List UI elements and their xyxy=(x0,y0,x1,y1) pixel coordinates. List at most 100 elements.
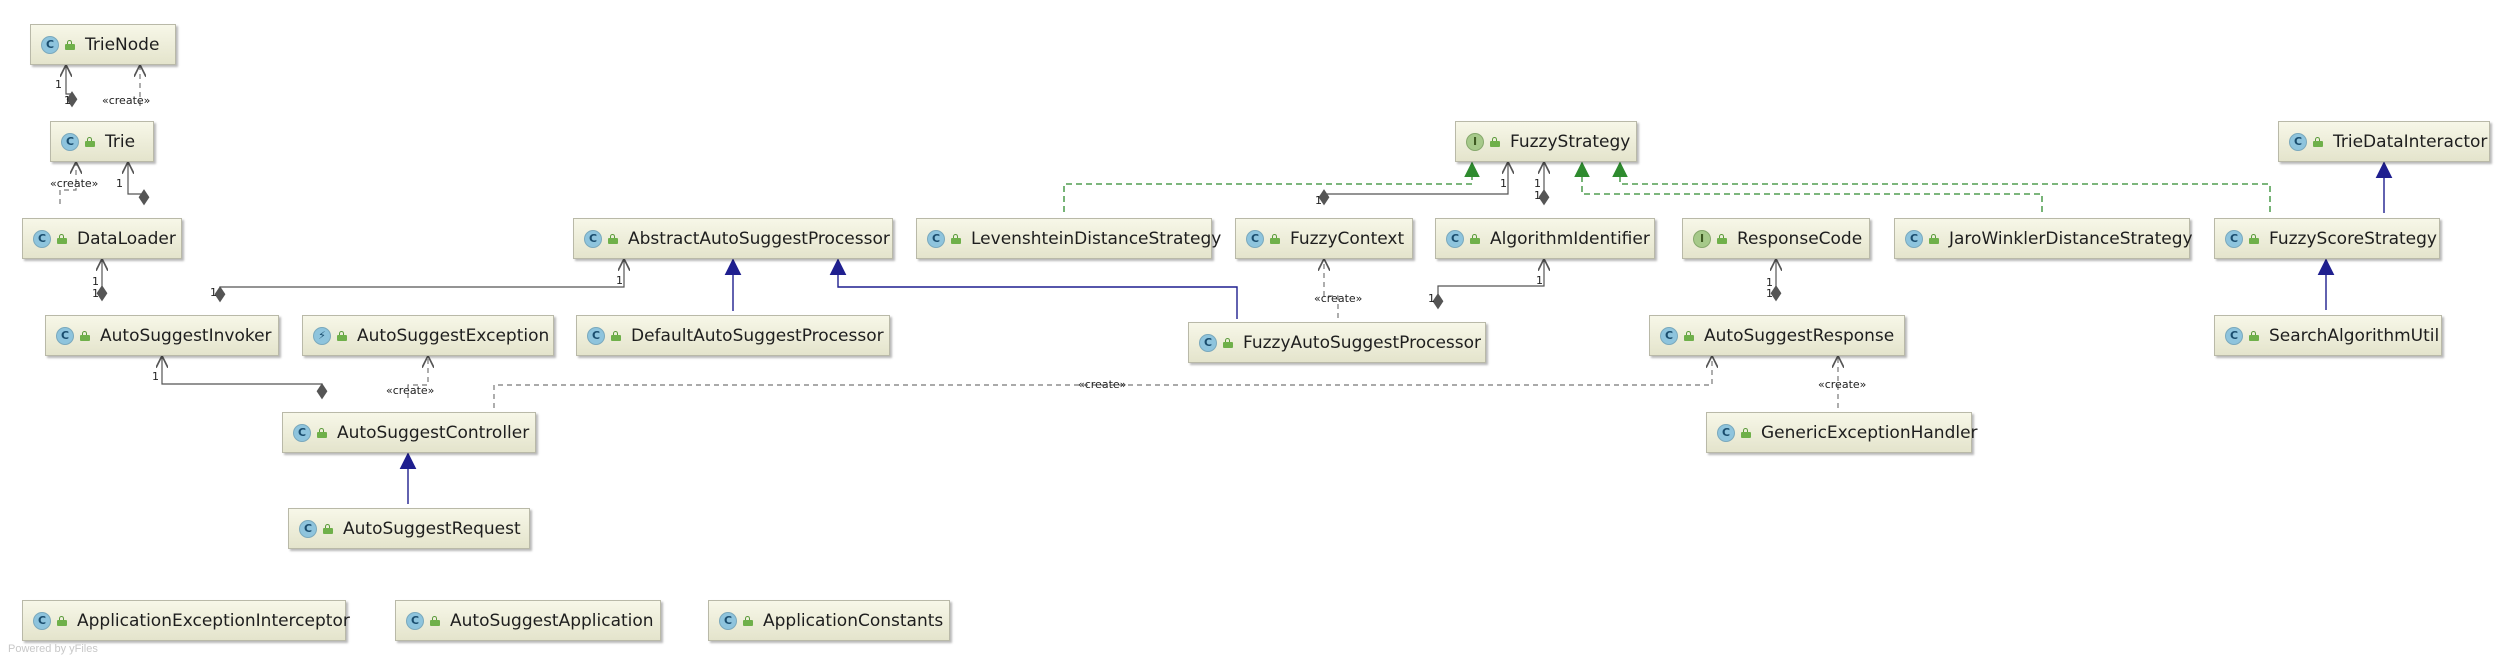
label-one-6: 1 xyxy=(210,286,217,299)
class-name: TrieNode xyxy=(85,34,160,55)
class-kind-icon: C xyxy=(56,326,74,345)
label-one-7: 1 xyxy=(616,274,623,287)
class-defaultautosuggestprocessor[interactable]: C DefaultAutoSuggestProcessor xyxy=(576,315,890,356)
lock-icon xyxy=(1470,233,1480,244)
label-create-3: «create» xyxy=(386,384,434,397)
class-name: LevenshteinDistanceStrategy xyxy=(971,228,1222,249)
lock-icon xyxy=(430,615,440,626)
class-name: FuzzyAutoSuggestProcessor xyxy=(1243,332,1482,353)
class-name: FuzzyStrategy xyxy=(1510,131,1631,152)
lock-icon xyxy=(1223,337,1233,348)
edge-create-dataloader-trie xyxy=(59,163,76,204)
class-name: AutoSuggestRequest xyxy=(343,518,521,539)
exception-kind-icon: ⚡ xyxy=(313,326,331,345)
interface-fuzzystrategy[interactable]: I FuzzyStrategy xyxy=(1455,121,1637,162)
edge-create-fuzzyproc-fuzzycontext xyxy=(1324,260,1339,318)
lock-icon xyxy=(608,233,618,244)
lock-icon xyxy=(65,39,75,50)
label-create-6: «create» xyxy=(1314,292,1362,305)
label-one-11: 1 xyxy=(1534,177,1541,190)
edge-create-controller-exception xyxy=(407,357,428,398)
lock-icon xyxy=(2249,330,2259,341)
class-kind-icon: C xyxy=(719,611,737,630)
class-name: AutoSuggestController xyxy=(337,422,530,443)
class-applicationexceptioninterceptor[interactable]: C ApplicationExceptionInterceptor xyxy=(22,600,350,641)
label-one-8: 1 xyxy=(152,370,159,383)
label-create-1: «create» xyxy=(102,94,150,107)
lock-icon xyxy=(2249,233,2259,244)
class-autosuggestresponse[interactable]: C AutoSuggestResponse xyxy=(1649,315,1905,356)
lock-icon xyxy=(323,523,333,534)
class-kind-icon: C xyxy=(2225,229,2243,248)
class-levenshteindistancestrategy[interactable]: C LevenshteinDistanceStrategy xyxy=(916,218,1221,259)
class-name: ApplicationConstants xyxy=(763,610,944,631)
class-abstractautosuggestprocessor[interactable]: C AbstractAutoSuggestProcessor xyxy=(573,218,893,259)
edge-trie-trienode xyxy=(66,66,72,106)
class-triedatainteractor[interactable]: C TrieDataInteractor xyxy=(2278,121,2490,162)
label-one-14: 1 xyxy=(1536,274,1543,287)
powered-by-watermark: Powered by yFiles xyxy=(8,643,98,655)
class-trienode[interactable]: C TrieNode xyxy=(30,24,176,65)
class-searchalgorithmutil[interactable]: C SearchAlgorithmUtil xyxy=(2214,315,2442,356)
label-one-12: 1 xyxy=(1534,189,1541,202)
label-one-4: 1 xyxy=(92,275,99,288)
class-name: AutoSuggestInvoker xyxy=(100,325,272,346)
class-autosuggestrequest[interactable]: C AutoSuggestRequest xyxy=(288,508,530,549)
class-jarowinklerdistancestrategy[interactable]: C JaroWinklerDistanceStrategy xyxy=(1894,218,2193,259)
class-name: ResponseCode xyxy=(1737,228,1863,249)
edge-extends-fuzzyproc-abstract xyxy=(829,258,1238,319)
label-one-3: 1 xyxy=(116,177,123,190)
class-name: ApplicationExceptionInterceptor xyxy=(77,610,350,631)
class-fuzzyautosuggestprocessor[interactable]: C FuzzyAutoSuggestProcessor xyxy=(1188,322,1486,363)
class-kind-icon: C xyxy=(2225,326,2243,345)
class-autosuggestinvoker[interactable]: C AutoSuggestInvoker xyxy=(45,315,279,356)
interface-responsecode[interactable]: I ResponseCode xyxy=(1682,218,1870,259)
class-kind-icon: C xyxy=(293,423,311,442)
class-autosuggestcontroller[interactable]: C AutoSuggestController xyxy=(282,412,536,453)
application-class-kind-icon: C xyxy=(406,611,424,630)
lock-icon xyxy=(57,233,67,244)
class-fuzzycontext[interactable]: C FuzzyContext xyxy=(1235,218,1413,259)
label-one-2: 1 xyxy=(64,94,71,107)
interface-kind-icon: I xyxy=(1466,132,1484,151)
lock-icon xyxy=(1741,427,1751,438)
class-name: FuzzyContext xyxy=(1290,228,1405,249)
class-autosuggestapplication[interactable]: C AutoSuggestApplication xyxy=(395,600,661,641)
class-algorithmidentifier[interactable]: C AlgorithmIdentifier xyxy=(1435,218,1655,259)
lock-icon xyxy=(337,330,347,341)
lock-icon xyxy=(80,330,90,341)
edge-impl-jarowinkler xyxy=(1574,161,2043,212)
label-one-9: 1 xyxy=(1315,194,1322,207)
lock-icon xyxy=(85,136,95,147)
class-name: AutoSuggestResponse xyxy=(1704,325,1895,346)
label-one-13: 1 xyxy=(1428,292,1435,305)
class-applicationconstants[interactable]: C ApplicationConstants xyxy=(708,600,950,641)
class-name: AutoSuggestApplication xyxy=(450,610,654,631)
lock-icon xyxy=(951,233,961,244)
class-kind-icon: C xyxy=(2289,132,2307,151)
class-name: AbstractAutoSuggestProcessor xyxy=(628,228,890,249)
class-kind-icon: C xyxy=(41,35,59,54)
class-trie[interactable]: C Trie xyxy=(50,121,154,162)
class-kind-icon: C xyxy=(1905,229,1923,248)
lock-icon xyxy=(743,615,753,626)
class-autosuggestexception[interactable]: ⚡ AutoSuggestException xyxy=(302,315,554,356)
label-one-5: 1 xyxy=(92,287,99,300)
class-name: SearchAlgorithmUtil xyxy=(2269,325,2440,346)
class-dataloader[interactable]: C DataLoader xyxy=(22,218,182,259)
class-genericexceptionhandler[interactable]: C GenericExceptionHandler xyxy=(1706,412,1978,453)
class-name: AutoSuggestException xyxy=(357,325,550,346)
edge-fuzzyproc-algoid xyxy=(1438,260,1544,308)
class-kind-icon: C xyxy=(1199,333,1217,352)
abstract-class-kind-icon: C xyxy=(584,229,602,248)
edge-fuzzycontext-fuzzystrategy xyxy=(1324,163,1508,204)
class-name: AlgorithmIdentifier xyxy=(1490,228,1650,249)
class-name: GenericExceptionHandler xyxy=(1761,422,1978,443)
label-one-10: 1 xyxy=(1500,177,1507,190)
edge-invoker-abstract xyxy=(220,260,624,301)
lock-icon xyxy=(57,615,67,626)
lock-icon xyxy=(611,330,621,341)
class-kind-icon: C xyxy=(1660,326,1678,345)
class-fuzzyscorestrategy[interactable]: C FuzzyScoreStrategy xyxy=(2214,218,2440,259)
class-kind-icon: C xyxy=(61,132,79,151)
